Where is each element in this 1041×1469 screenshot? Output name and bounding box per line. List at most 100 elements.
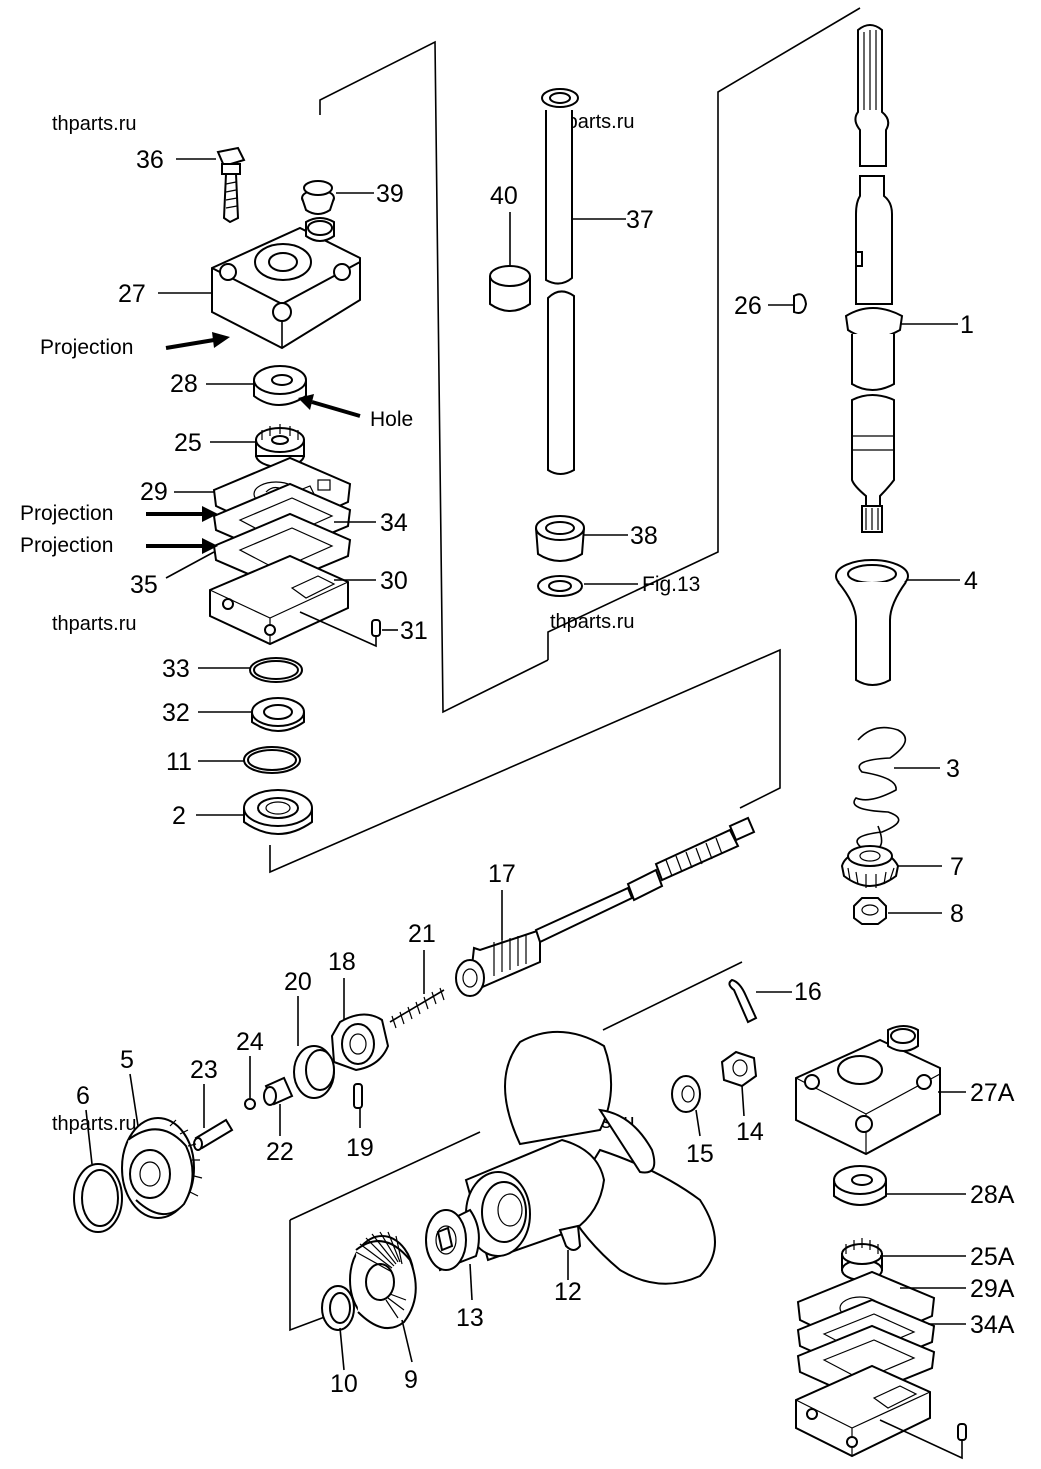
pinion-gear-part-7 <box>840 845 900 888</box>
part-number-label: 21 <box>408 920 436 948</box>
part-number-label: 1 <box>960 311 974 339</box>
ring-part-20 <box>293 1045 335 1099</box>
spacer-part-13 <box>425 1208 480 1272</box>
part-number-label: 32 <box>162 699 190 727</box>
pin-part-23 <box>193 1118 234 1151</box>
ball-part-24 <box>244 1098 256 1110</box>
part-number-label: 34 <box>380 509 408 537</box>
pin-part-19 <box>353 1083 363 1109</box>
part-number-label: 20 <box>284 968 312 996</box>
watermark-text: thparts.ru <box>52 113 136 135</box>
part-number-label: 37 <box>626 206 654 234</box>
part-number-label: 30 <box>380 567 408 595</box>
part-number-label: 7 <box>950 853 964 881</box>
part-number-label: 36 <box>136 146 164 174</box>
o-ring-part-11 <box>243 746 301 774</box>
part-number-label: 10 <box>330 1370 358 1398</box>
part-number-label: 25A <box>970 1243 1015 1271</box>
propeller-shaft-part-17 <box>455 816 756 997</box>
part-number-label: 28 <box>170 370 198 398</box>
part-number-label: 9 <box>404 1366 418 1394</box>
key-part-26 <box>793 293 808 314</box>
clutch-part-18 <box>330 1013 390 1072</box>
leader-lines <box>85 158 966 1460</box>
impeller-part-25 <box>255 424 305 468</box>
o-ring-part-33 <box>249 657 303 683</box>
pump-base-A <box>795 1364 931 1458</box>
part-number-label: 12 <box>554 1278 582 1306</box>
part-number-label: 39 <box>376 180 404 208</box>
watermark-text: thparts.ru <box>550 611 634 633</box>
bushing-part-4 <box>835 559 909 686</box>
pump-housing-part-27 <box>211 217 361 350</box>
part-number-label: 31 <box>400 617 428 645</box>
fig13-callout: Fig.13 <box>642 573 700 596</box>
part-number-label: 34A <box>970 1311 1015 1339</box>
part-number-label: 25 <box>174 429 202 457</box>
projection-callout: Projection <box>20 502 113 525</box>
shifter-part-22 <box>263 1076 294 1106</box>
part-number-label: 29A <box>970 1275 1015 1303</box>
part-number-label: 8 <box>950 900 964 928</box>
reverse-gear-part-5 <box>121 1117 203 1219</box>
watermark-text: thparts.ru <box>52 613 136 635</box>
dowel-pin-part-31 <box>371 619 381 637</box>
part-number-label: 18 <box>328 948 356 976</box>
spring-part-3 <box>853 726 907 851</box>
part-number-label: 5 <box>120 1046 134 1074</box>
part-number-label: 23 <box>190 1056 218 1084</box>
part-number-label: 11 <box>166 748 192 776</box>
callout-arrows <box>146 332 361 554</box>
part-number-label: 38 <box>630 522 658 550</box>
part-number-label: 27 <box>118 280 146 308</box>
part-number-label: 22 <box>266 1138 294 1166</box>
grommet-part-38 <box>535 515 585 562</box>
water-tube-part-37 <box>541 88 579 475</box>
hole-callout: Hole <box>370 408 413 431</box>
part-number-label: 33 <box>162 655 190 683</box>
drive-shaft-part-1 <box>844 24 904 533</box>
part-number-label: 19 <box>346 1134 374 1162</box>
shim-part-10 <box>321 1285 355 1331</box>
part-number-label: 3 <box>946 755 960 783</box>
part-number-label: 4 <box>964 567 978 595</box>
part-number-label: 17 <box>488 860 516 888</box>
watermark-text: thparts.ru <box>52 1113 136 1135</box>
shim-part-6 <box>73 1163 123 1233</box>
part-number-label: 6 <box>76 1082 90 1110</box>
part-number-label: 14 <box>736 1118 764 1146</box>
pump-housing-part-27A <box>795 1025 941 1156</box>
pump-group-frame <box>269 7 861 1332</box>
washer-fig13 <box>537 575 583 597</box>
cotter-pin-part-16 <box>728 978 758 1024</box>
pin-A <box>957 1423 967 1441</box>
part-number-label: 27A <box>970 1079 1015 1107</box>
castle-nut-part-14 <box>720 1050 758 1088</box>
part-number-label: 16 <box>794 978 822 1006</box>
part-number-label: 35 <box>130 571 158 599</box>
part-number-label: 40 <box>490 182 518 210</box>
part-number-label: 24 <box>236 1028 264 1056</box>
bolt-part-36 <box>216 146 246 224</box>
grommet-part-39 <box>301 180 335 215</box>
nut-part-8 <box>853 897 887 925</box>
projection-callout: Projection <box>20 534 113 557</box>
bearing-part-32 <box>251 697 305 732</box>
part-number-label: 13 <box>456 1304 484 1332</box>
collar-part-40 <box>489 265 531 312</box>
spring-part-21 <box>389 987 445 1029</box>
propeller-part-12 <box>464 1031 716 1285</box>
part-number-label: 28A <box>970 1181 1015 1209</box>
part-number-label: 15 <box>686 1140 714 1168</box>
washer-part-15 <box>671 1075 701 1113</box>
bearing-part-2 <box>243 789 313 835</box>
part-number-label: 2 <box>172 802 186 830</box>
projection-callout: Projection <box>40 336 133 359</box>
part-number-label: 29 <box>140 478 168 506</box>
part-number-label: 26 <box>734 292 762 320</box>
pump-base-part-30 <box>209 554 349 646</box>
forward-gear-part-9 <box>349 1231 417 1330</box>
seal-part-28 <box>253 365 307 406</box>
seal-part-28A <box>833 1165 887 1206</box>
